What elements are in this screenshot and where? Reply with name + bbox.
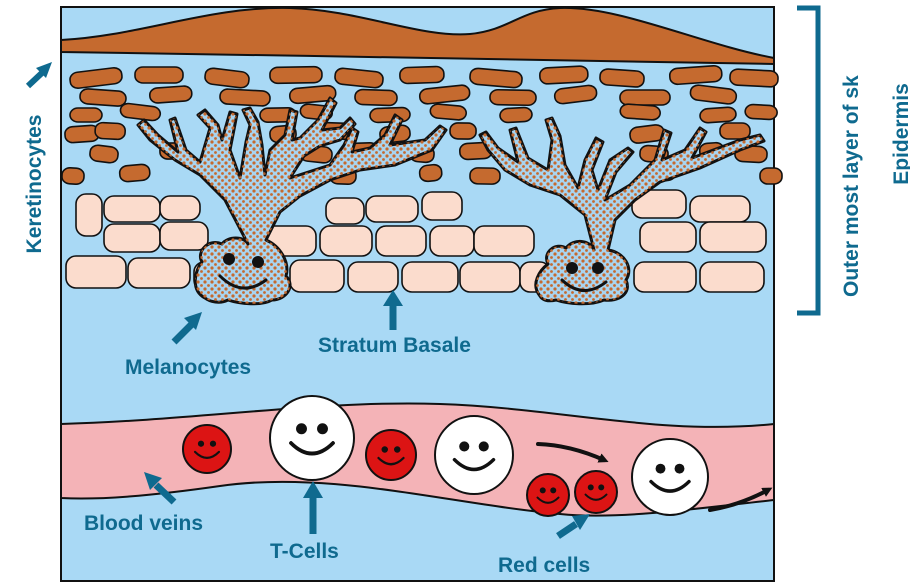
keratinocyte-cell <box>500 107 533 123</box>
t-cells-label: T-Cells <box>270 540 339 563</box>
keratinocyte-cell <box>745 104 778 120</box>
t-cell <box>632 439 708 515</box>
keratinocyte-cell <box>400 66 445 84</box>
basal-cell <box>348 262 398 292</box>
keratinocyte-cell <box>119 164 150 183</box>
red-cell <box>366 430 416 480</box>
basal-cell <box>460 262 520 292</box>
basal-cell <box>422 192 462 220</box>
basal-cell <box>634 262 696 292</box>
basal-cell <box>640 222 696 252</box>
basal-cell <box>700 262 764 292</box>
keratinocyte-cell <box>135 67 183 83</box>
basal-cell <box>76 194 102 236</box>
keratinocyte-cell <box>149 86 192 104</box>
basal-cell <box>430 226 474 256</box>
basal-cell <box>160 222 208 250</box>
t-cell <box>435 416 513 494</box>
t-cell <box>270 396 354 480</box>
basal-cell <box>376 226 426 256</box>
basal-cell <box>474 226 534 256</box>
keratinocyte-cell <box>720 123 750 139</box>
basal-cell <box>690 196 750 222</box>
keratinocyte-cell <box>539 66 588 84</box>
keratinocyte-cell <box>80 88 127 106</box>
keratinocyte-cell <box>70 108 102 122</box>
keratinocyte-cell <box>64 125 99 143</box>
keratinocyte-cell <box>599 68 644 87</box>
red-cell <box>527 474 569 516</box>
keratinocyte-cell <box>95 122 126 140</box>
basal-cell <box>320 226 372 256</box>
basal-cell <box>366 196 418 222</box>
keratinocyte-cell <box>669 65 722 85</box>
keratinocyte-cell <box>62 167 85 184</box>
melanocytes-label: Melanocytes <box>125 356 251 379</box>
basal-cell <box>104 196 160 222</box>
bracket-icon <box>797 8 818 313</box>
red-cell <box>183 425 231 473</box>
keratinocyte-cell <box>730 69 779 87</box>
basal-cell <box>290 260 344 292</box>
basal-cell <box>160 196 200 220</box>
keratinocyte-cell <box>370 107 410 122</box>
basal-cell <box>326 198 364 224</box>
keratinocyte-cell <box>469 68 522 88</box>
basal-cell <box>402 262 458 292</box>
red-cell <box>575 471 617 513</box>
epidermis-label: Epidermis <box>890 79 910 189</box>
keratinocyte-cell <box>220 89 271 107</box>
keratinocyte-cell <box>620 104 661 121</box>
keratinocyte-cell <box>490 90 536 106</box>
basal-cell <box>128 258 190 288</box>
keratinocyte-cell <box>700 107 737 123</box>
keratinocyte-cell <box>450 123 476 139</box>
red-cells-label: Red cells <box>498 554 590 577</box>
basal-cell <box>104 224 160 252</box>
keratinocyte-cell <box>270 67 322 84</box>
keratinocyte-cell <box>760 168 782 184</box>
keratinocyte-cell <box>355 89 397 105</box>
keratinocyte-cell <box>430 103 467 120</box>
outer-layer-label: Outer most layer of sk <box>840 37 864 297</box>
keratinocytes-label: Keretinocytes <box>23 104 47 264</box>
keratinocyte-cell <box>89 144 119 163</box>
keratinocyte-cell <box>419 164 443 182</box>
basal-cell-layer <box>66 190 766 292</box>
basal-cell <box>700 222 766 252</box>
blood-veins-label: Blood veins <box>84 512 203 535</box>
keratinocyte-cell <box>470 168 500 185</box>
basal-cell <box>66 256 126 288</box>
stratum-basale-label: Stratum Basale <box>318 334 471 357</box>
keratinocyte-cell <box>620 90 670 105</box>
